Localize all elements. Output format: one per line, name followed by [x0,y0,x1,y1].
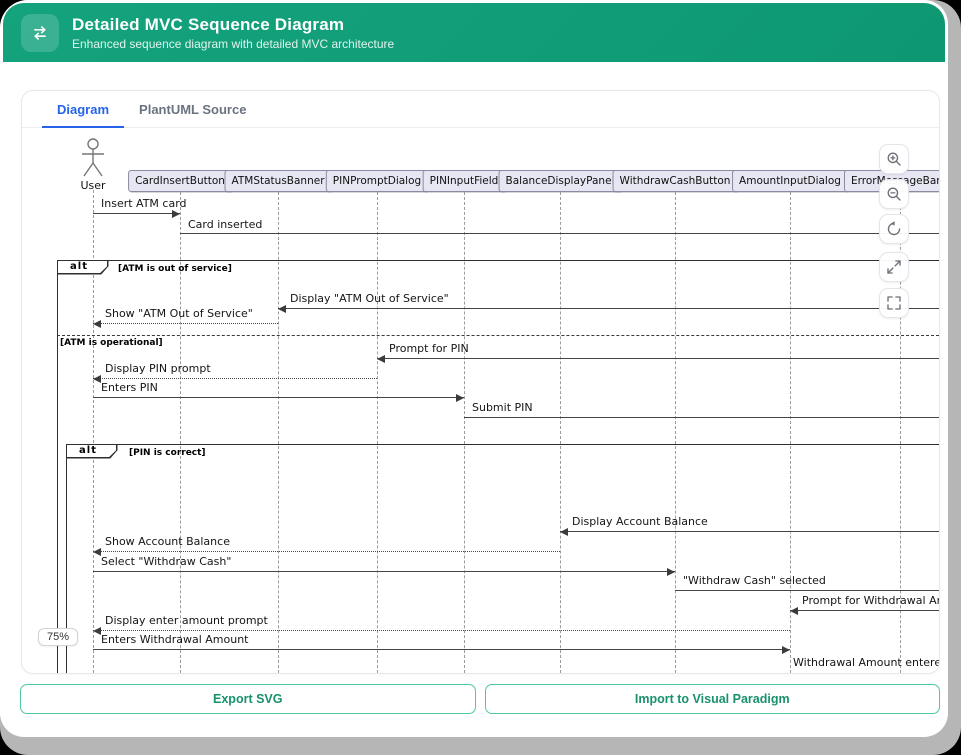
actor-user: User [80,138,106,192]
zoom-out-button[interactable] [879,179,909,209]
diagram-viewport[interactable]: alt [ATM is out of service] [ATM is oper… [22,128,939,673]
tab-plantuml-source[interactable]: PlantUML Source [139,101,247,117]
message-line [377,355,939,363]
participant-amountinputdialog: AmountInputDialog [732,170,848,192]
message-line [93,548,560,556]
message-display-pin-prompt: Display PIN prompt [105,362,211,375]
message-card-inserted: Card inserted [188,218,263,231]
alt-divider [57,335,939,336]
message-display-account-balance: Display Account Balance [572,515,708,528]
page-title: Detailed MVC Sequence Diagram [72,14,345,34]
lifeline-pininputfield [464,192,465,673]
tab-bar: Diagram PlantUML Source [22,91,939,128]
message-prompt-for-pin: Prompt for PIN [389,342,469,355]
app-surface: Detailed MVC Sequence Diagram Enhanced s… [0,0,948,737]
participant-cardinsertbutton: CardInsertButton [128,170,232,192]
message-submit-pin: Submit PIN [472,401,533,414]
diagram-card: Diagram PlantUML Source alt [ATM is out … [21,90,940,674]
message-enters-pin: Enters PIN [101,381,158,394]
lifeline-errormessagebanner [900,192,901,673]
fullscreen-icon [887,296,901,310]
tab-diagram[interactable]: Diagram [42,91,125,128]
participant-withdrawcashbutton: WithdrawCashButton [612,170,738,192]
export-svg-button[interactable]: Export SVG [20,684,476,714]
guard-atm-out-of-service: [ATM is out of service] [118,264,232,274]
lifeline-balancedisplaypanel [560,192,561,673]
zoom-level-badge: 75% [38,628,79,646]
lifeline-amountinputdialog [790,192,791,673]
participant-balancedisplaypanel: BalanceDisplayPanel [498,170,622,192]
message-show-atm-out-of-service: Show "ATM Out of Service" [105,307,253,320]
message-line [180,233,939,234]
zoom-out-icon [887,187,901,201]
app-header: Detailed MVC Sequence Diagram Enhanced s… [3,3,945,62]
message-line [93,394,464,402]
expand-icon [887,260,901,274]
alt-fragment-pin-correct: alt [PIN is correct] [65,443,939,673]
message-withdraw-cash-selected: "Withdraw Cash" selected [683,574,826,587]
guard-atm-operational: [ATM is operational] [60,338,163,348]
message-line [675,590,939,591]
reset-view-icon [887,221,901,236]
zoom-in-icon [887,152,901,166]
fullscreen-button[interactable] [879,288,909,318]
alt-fragment-atm-service: alt [ATM is out of service] [56,259,939,673]
actor-icon [82,138,104,177]
message-withdrawal-amount-entered: Withdrawal Amount entered [793,656,939,669]
message-line [464,417,939,418]
message-show-account-balance: Show Account Balance [105,535,230,548]
header-text: Detailed MVC Sequence Diagram Enhanced s… [72,15,394,51]
lifeline-atmstatusbanner [278,192,279,673]
message-display-atm-out-of-service: Display "ATM Out of Service" [290,292,449,305]
alt-operator-tag: alt [56,259,109,275]
message-line [93,320,278,328]
footer: Export SVG Import to Visual Paradigm [0,674,948,714]
participant-atmstatusbanner: ATMStatusBanner [224,170,332,192]
alt-operator-tag: alt [65,443,118,459]
message-line [93,375,377,383]
guard-pin-correct: [PIN is correct] [129,448,206,458]
message-line [278,305,939,313]
lifeline-withdrawcashbutton [675,192,676,673]
message-line [93,627,790,635]
message-line [93,568,675,576]
message-line [560,528,939,536]
message-line [93,210,180,218]
lifeline-user [93,190,94,673]
message-prompt-for-withdrawal-amount: Prompt for Withdrawal Amount [802,594,939,607]
message-enters-withdrawal-amount: Enters Withdrawal Amount [101,633,249,646]
expand-button[interactable] [879,252,909,282]
swap-arrows-icon [21,13,59,52]
message-line [93,646,790,654]
message-line [790,607,939,615]
lifeline-pinpromptdialog [377,192,378,673]
reset-view-button[interactable] [879,214,909,244]
actor-label: User [80,179,106,192]
import-visual-paradigm-button[interactable]: Import to Visual Paradigm [484,684,940,714]
participant-pinpromptdialog: PINPromptDialog [325,170,429,192]
message-display-enter-amount-prompt: Display enter amount prompt [105,614,268,627]
participant-pininputfield: PINInputField [422,170,506,192]
message-insert-atm-card: Insert ATM card [101,197,187,210]
page-subtitle: Enhanced sequence diagram with detailed … [72,36,395,51]
zoom-in-button[interactable] [879,144,909,174]
lifeline-cardinsertbutton [180,192,181,673]
message-select-withdraw-cash: Select "Withdraw Cash" [101,555,232,568]
